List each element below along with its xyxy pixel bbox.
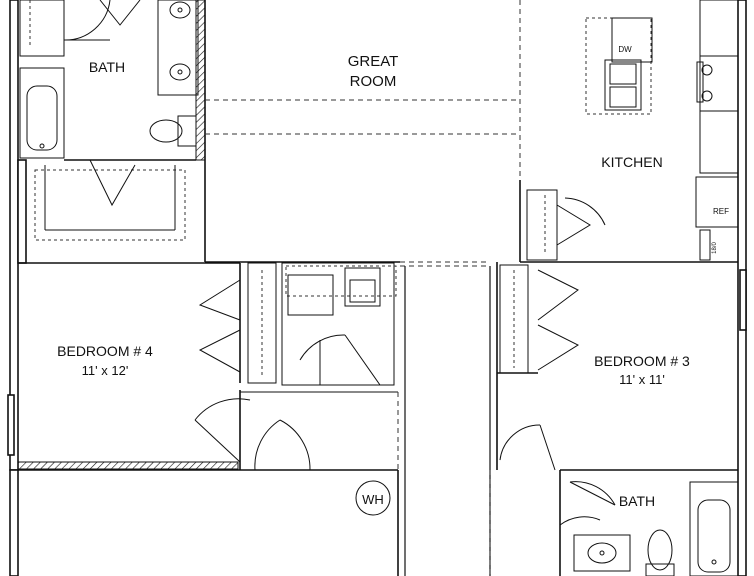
bedroom-3: BEDROOM # 3 11' x 11'	[496, 262, 738, 471]
great-room-label-line2: ROOM	[350, 73, 397, 90]
bath-bottom-area: BATH	[559, 470, 739, 576]
kitchen: DW REF 18/0 KITCHEN	[519, 0, 739, 263]
kitchen-label: KITCHEN	[601, 154, 662, 170]
bathtub-icon	[19, 67, 65, 159]
bedroom-3-label: BEDROOM # 3	[594, 353, 690, 369]
bedroom-4-size: 11' x 12'	[82, 363, 129, 378]
bedroom-4: BEDROOM # 4 11' x 12'	[17, 262, 277, 470]
laundry	[240, 262, 399, 471]
refrigerator-label: REF	[713, 207, 729, 216]
water-heater-icon	[355, 480, 391, 516]
range-icon	[696, 61, 713, 103]
water-heater-label: WH	[362, 492, 384, 507]
toilet-icon	[645, 529, 675, 576]
great-room-label-line1: GREAT	[348, 53, 399, 70]
small-fixture-label: 18/0	[712, 242, 718, 254]
washer-icon	[287, 274, 334, 316]
dryer-icon	[344, 267, 381, 307]
toilet-icon	[149, 115, 197, 147]
bedroom-4-label: BEDROOM # 4	[57, 343, 153, 359]
great-room: GREAT ROOM	[205, 0, 521, 267]
sink-icon	[169, 63, 191, 81]
bath-top-area: BATH	[17, 0, 206, 264]
water-heater-area: WH	[18, 469, 399, 576]
sink-icon	[169, 1, 191, 19]
double-sink-icon	[604, 59, 642, 111]
refrigerator-icon	[695, 176, 739, 228]
hallway	[404, 266, 491, 576]
bedroom-3-size: 11' x 11'	[619, 372, 665, 387]
bath-bottom-label: BATH	[619, 493, 655, 509]
sink-icon	[573, 534, 631, 572]
dishwasher-label: DW	[618, 45, 632, 54]
bath-top-label: BATH	[89, 59, 125, 75]
bathtub-icon	[689, 481, 739, 576]
